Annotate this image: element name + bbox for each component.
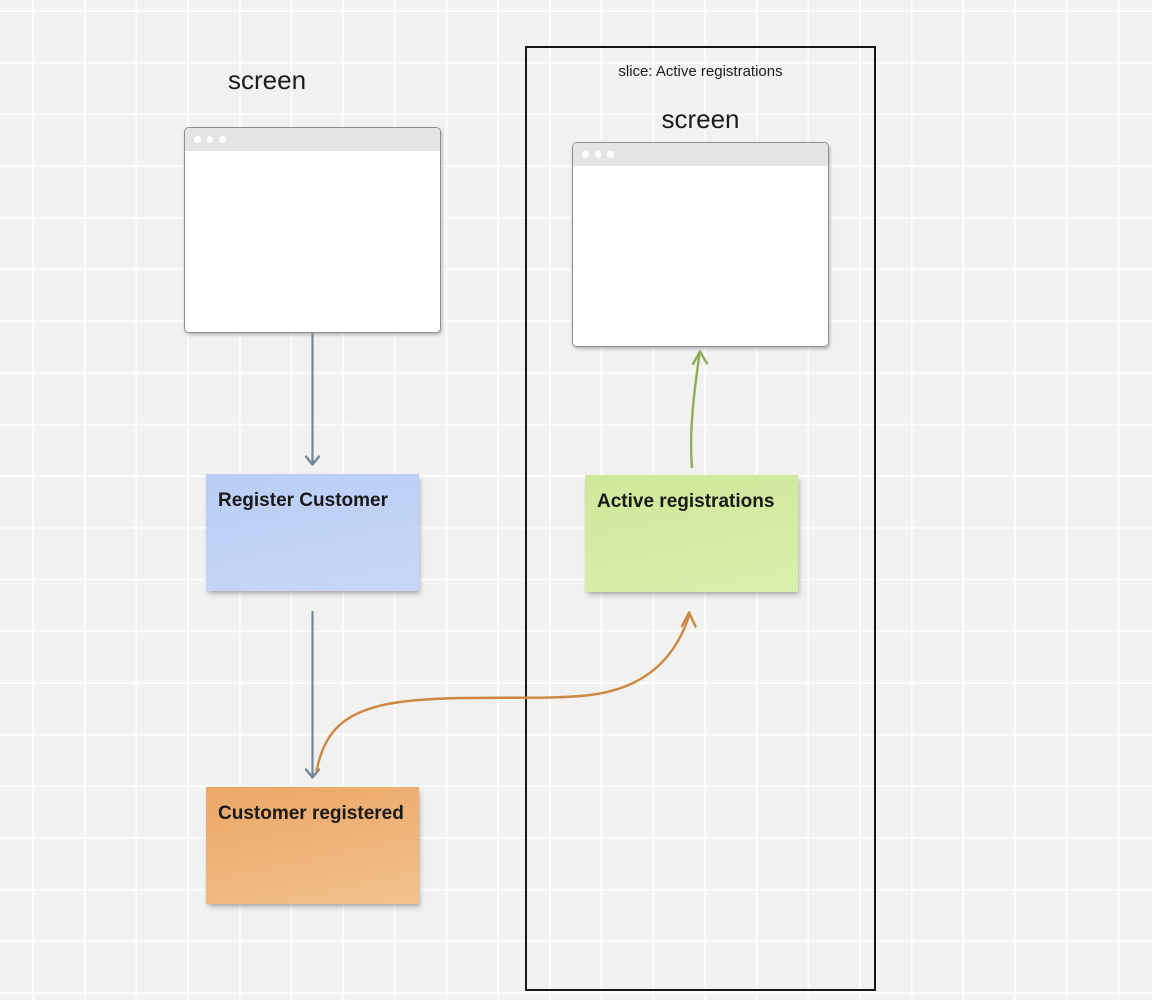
window-dot-icon — [206, 136, 213, 143]
browser-window-left[interactable] — [184, 127, 441, 333]
window-dot-icon — [607, 151, 614, 158]
browser-window-slice[interactable] — [572, 142, 829, 347]
slice-title-label[interactable]: slice: Active registrations — [618, 63, 783, 80]
sticky-note-register-customer[interactable]: Register Customer — [206, 474, 419, 591]
window-dot-icon — [582, 151, 589, 158]
window-dot-icon — [594, 151, 601, 158]
arrowhead-down-icon — [304, 768, 321, 779]
arrowhead-down-icon — [304, 455, 321, 466]
sticky-note-customer-registered[interactable]: Customer registered — [206, 787, 419, 904]
sticky-note-active-registrations[interactable]: Active registrations — [585, 475, 798, 592]
window-body — [185, 151, 440, 332]
window-body — [573, 166, 828, 346]
window-titlebar — [573, 143, 828, 166]
screen-label-left[interactable]: screen — [228, 65, 307, 95]
sticky-label: Customer registered — [218, 803, 404, 824]
window-dot-icon — [194, 136, 201, 143]
sticky-label: Active registrations — [597, 491, 775, 512]
screen-label-slice[interactable]: screen — [661, 104, 740, 134]
window-dot-icon — [219, 136, 226, 143]
connector-screen-to-register-customer[interactable] — [304, 332, 321, 466]
sticky-label: Register Customer — [218, 490, 388, 511]
window-titlebar — [185, 128, 440, 151]
slice-frame[interactable] — [525, 46, 876, 991]
connector-register-customer-to-customer-registered[interactable] — [304, 610, 321, 779]
